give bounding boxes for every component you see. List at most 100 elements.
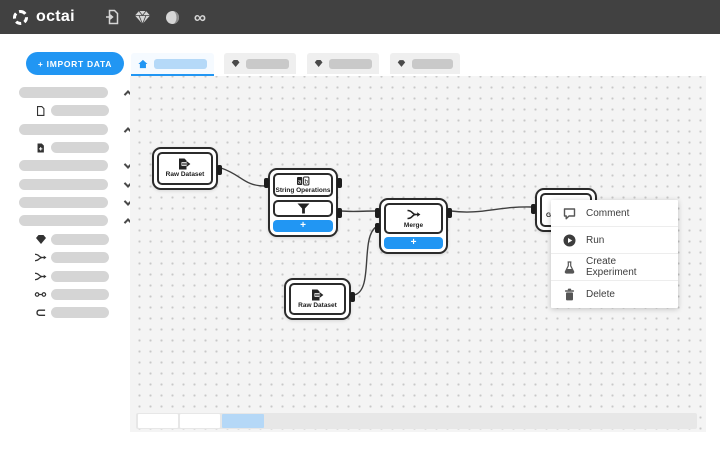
menu-item-label: Create Experiment (586, 256, 637, 278)
menu-item-label: Delete (586, 289, 615, 300)
delete-icon (564, 288, 575, 301)
sidebar-item-row[interactable] (34, 233, 109, 246)
tab-4[interactable] (390, 53, 460, 74)
filter-icon (297, 203, 309, 214)
node-merge[interactable]: Merge + (375, 198, 452, 254)
node-raw-dataset-1[interactable]: Raw Dataset (152, 147, 222, 190)
menu-item-create-experiment[interactable]: Create Experiment (551, 254, 678, 281)
sidebar-group-row[interactable] (19, 123, 133, 136)
menu-item-comment[interactable]: Comment (551, 200, 678, 227)
sidebar-item-row[interactable] (34, 288, 109, 301)
skeleton-bar (19, 215, 108, 226)
scrollbar-thumb[interactable] (222, 414, 264, 428)
bracket-icon (36, 309, 46, 316)
bottom-scrollbar-track[interactable] (136, 413, 697, 429)
import-data-button[interactable]: + IMPORT DATA (26, 52, 124, 75)
input-port[interactable] (531, 204, 536, 214)
merge-icon (34, 253, 47, 262)
topbar-icon-group: ∞ (105, 9, 206, 26)
skeleton-bar (19, 179, 108, 190)
sidebar-group-row[interactable] (19, 159, 133, 172)
home-icon (138, 59, 148, 68)
sidebar-item-row[interactable] (34, 141, 109, 154)
comment-icon (563, 207, 576, 219)
tab-title-placeholder (153, 58, 207, 69)
octai-logo-icon (13, 9, 28, 25)
gem-icon (314, 60, 323, 67)
skeleton-bar (51, 307, 109, 318)
gem-icon (397, 60, 406, 67)
merge-icon (407, 209, 421, 220)
file-transfer-icon[interactable] (105, 9, 120, 25)
run-icon (563, 234, 576, 246)
tab-title-placeholder (411, 58, 453, 69)
sidebar-item-row[interactable] (34, 270, 109, 283)
skeleton-bar (51, 234, 109, 245)
edge-raw1-stringops (220, 167, 266, 187)
workflow-canvas[interactable]: Raw Dataset a b String Operations + (130, 76, 706, 432)
raw-dataset-icon (179, 158, 191, 170)
scrollbar-segment[interactable] (138, 414, 178, 428)
globe-icon[interactable] (165, 10, 180, 25)
gem-icon[interactable] (134, 10, 151, 25)
menu-item-delete[interactable]: Delete (551, 281, 678, 308)
output-port[interactable] (217, 165, 222, 175)
menu-item-label: Run (586, 234, 605, 246)
tab-3[interactable] (307, 53, 379, 74)
add-operation-button[interactable]: + (273, 220, 333, 232)
skeleton-bar (51, 142, 109, 153)
sidebar-group-row[interactable] (19, 196, 133, 209)
infinity-icon[interactable]: ∞ (193, 7, 206, 27)
skeleton-bar (19, 197, 108, 208)
add-operation-button[interactable]: + (384, 237, 443, 249)
gem-icon (231, 60, 240, 67)
sidebar-item-row[interactable] (34, 251, 109, 264)
sidebar-group-row[interactable] (19, 178, 133, 191)
skeleton-bar (51, 105, 109, 116)
input-port[interactable] (375, 223, 380, 233)
node-label: Raw Dataset (298, 301, 337, 309)
node-raw-dataset-2[interactable]: Raw Dataset (284, 278, 355, 320)
skeleton-bar (51, 271, 109, 282)
tab-title-placeholder (329, 58, 372, 69)
menu-item-run[interactable]: Run (551, 227, 678, 254)
edge-merge-gen (450, 206, 533, 213)
file-icon (36, 105, 45, 116)
input-port[interactable] (264, 178, 269, 188)
tab-title-placeholder (246, 58, 289, 69)
sidebar-group-row[interactable] (19, 214, 133, 227)
sidebar-group-row[interactable] (19, 86, 133, 99)
menu-item-label: Comment (586, 207, 630, 219)
node-context-menu: Comment Run Create Experiment Delete (551, 200, 678, 308)
gem-icon (35, 235, 46, 244)
top-app-bar: octai ∞ (0, 0, 720, 34)
app-logo[interactable]: octai (13, 8, 75, 26)
skeleton-bar (19, 160, 108, 171)
node-label: String Operations (275, 186, 331, 194)
output-port[interactable] (337, 208, 342, 218)
app-logo-text: octai (36, 8, 75, 25)
node-card[interactable]: Raw Dataset (289, 283, 346, 315)
svg-text:a: a (298, 179, 302, 185)
experiment-icon (564, 260, 575, 274)
node-card[interactable] (273, 199, 333, 217)
node-card[interactable]: a b String Operations (273, 173, 333, 197)
node-card[interactable]: Merge (384, 203, 443, 234)
sidebar-item-row[interactable] (34, 104, 109, 117)
output-port[interactable] (337, 178, 342, 188)
output-port[interactable] (447, 208, 452, 218)
tab-2[interactable] (224, 53, 296, 74)
sidebar-item-row[interactable] (34, 306, 109, 319)
tab-home-active[interactable] (131, 53, 214, 74)
skeleton-bar (19, 87, 108, 98)
input-port[interactable] (375, 208, 380, 218)
raw-dataset-icon (311, 289, 324, 301)
node-string-operations[interactable]: a b String Operations + (264, 168, 342, 237)
edge-layer (220, 167, 533, 296)
scrollbar-segment[interactable] (180, 414, 220, 428)
link-icon (34, 292, 47, 297)
output-port[interactable] (350, 292, 355, 302)
edge-raw2-merge (353, 226, 377, 296)
file-plus-icon (37, 143, 44, 152)
node-card[interactable]: Raw Dataset (157, 152, 213, 185)
